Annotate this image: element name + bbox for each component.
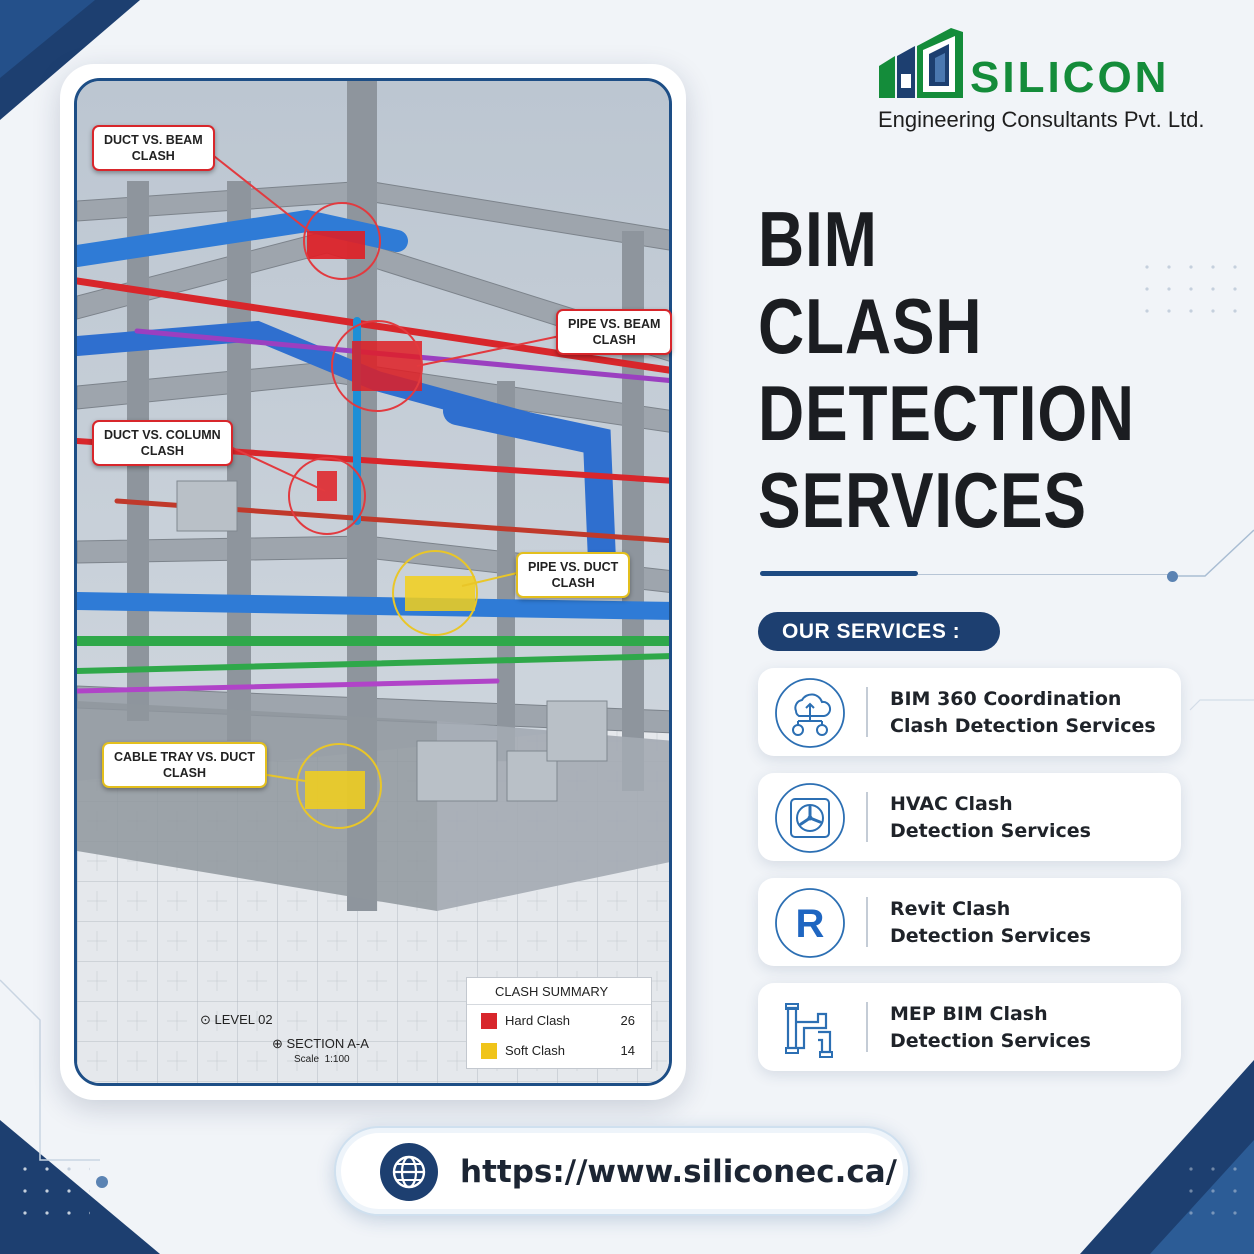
hvac-fan-icon	[775, 783, 845, 853]
service-separator	[866, 897, 868, 947]
service-card-mep: MEP BIM Clash Detection Services	[758, 983, 1181, 1071]
scale-label: Scale 1:100	[294, 1054, 350, 1065]
level-marker-icon: ⊙	[200, 1012, 215, 1027]
website-link[interactable]: https://www.siliconec.ca/	[334, 1126, 910, 1216]
svg-text:R: R	[796, 902, 825, 946]
service-card-bim360: BIM 360 Coordination Clash Detection Ser…	[758, 668, 1181, 756]
service-label: BIM 360 Coordination Clash Detection Ser…	[890, 688, 1156, 737]
service-label: MEP BIM Clash Detection Services	[890, 1003, 1091, 1052]
services-heading: OUR SERVICES :	[758, 612, 1000, 651]
section-label: ⊕ SECTION A-A	[272, 1036, 369, 1051]
clash-summary-title: CLASH SUMMARY	[495, 984, 609, 999]
hard-clash-swatch	[481, 1013, 497, 1029]
callout-pipe-vs-duct: PIPE VS. DUCT CLASH	[516, 552, 631, 598]
callout-duct-vs-beam: DUCT VS. BEAM CLASH	[92, 125, 215, 171]
soft-clash-swatch	[481, 1043, 497, 1059]
callout-pipe-vs-beam: PIPE VS. BEAM CLASH	[556, 309, 673, 355]
brand-subtitle: Engineering Consultants Pvt. Ltd.	[878, 107, 1205, 132]
silicon-logo-icon	[879, 28, 963, 98]
clash-row-soft: Soft Clash 14	[481, 1042, 635, 1060]
callout-duct-vs-column: DUCT VS. COLUMN CLASH	[92, 420, 233, 466]
headline: BIM CLASH DETECTION SERVICES	[758, 196, 1218, 544]
cloud-network-icon	[775, 678, 845, 748]
clash-summary-panel: CLASH SUMMARY Hard Clash 26 Soft Clash 1…	[466, 977, 652, 1069]
mep-pipe-icon	[785, 1003, 833, 1058]
service-separator	[866, 687, 868, 737]
service-card-revit: R Revit Clash Detection Services	[758, 878, 1181, 966]
headline-line-2: CLASH	[758, 282, 983, 370]
headline-line-3: DETECTION	[758, 369, 1135, 457]
clash-row-hard: Hard Clash 26	[481, 1012, 635, 1030]
service-label: Revit Clash Detection Services	[890, 898, 1091, 947]
level-label: ⊙ LEVEL 02	[200, 1012, 273, 1027]
service-card-hvac: HVAC Clash Detection Services	[758, 773, 1181, 861]
service-label: HVAC Clash Detection Services	[890, 793, 1091, 842]
headline-line-4: SERVICES	[758, 456, 1087, 544]
headline-underline	[760, 571, 918, 576]
headline-line-1: BIM	[758, 195, 878, 283]
headline-rule	[918, 574, 1174, 575]
globe-icon	[380, 1143, 438, 1201]
callout-cable-tray-vs-duct: CABLE TRAY VS. DUCT CLASH	[102, 742, 267, 788]
service-separator	[866, 1002, 868, 1052]
section-marker-icon: ⊕	[272, 1036, 287, 1051]
clash-summary-divider	[467, 1004, 651, 1005]
headline-rule-dot	[1167, 571, 1178, 582]
website-url[interactable]: https://www.siliconec.ca/	[460, 1154, 897, 1190]
revit-icon: R	[775, 888, 845, 958]
brand-name: SILICON	[970, 53, 1170, 102]
service-separator	[866, 792, 868, 842]
